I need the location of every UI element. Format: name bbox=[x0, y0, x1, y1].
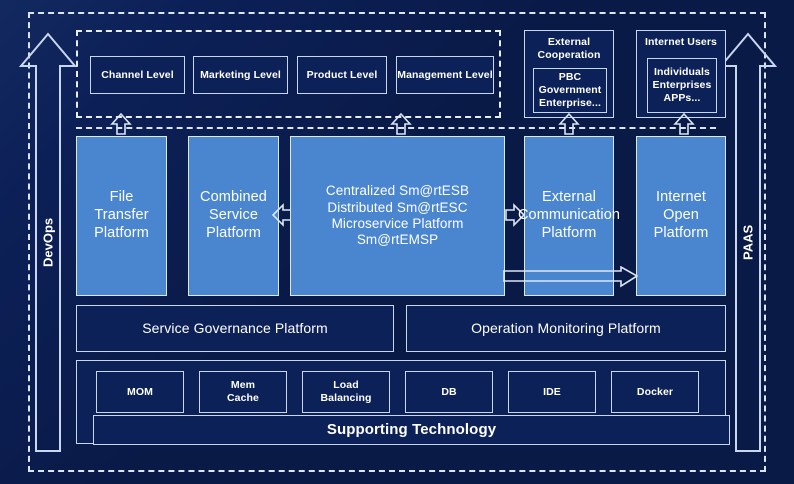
tech-label-ide: IDE bbox=[543, 385, 561, 398]
external-cooperation-box[interactable]: External Cooperation PBC Government Ente… bbox=[524, 30, 614, 118]
tech-label-cache: Cache bbox=[226, 392, 259, 404]
paas-arrow: PAAS bbox=[718, 30, 778, 455]
arrow-left-connector bbox=[272, 202, 292, 228]
external-cooperation-inner-label: PBC Government Enterprise... bbox=[538, 71, 602, 109]
tech-box-mom[interactable]: MOM bbox=[96, 371, 184, 413]
tech-box-ide[interactable]: IDE bbox=[508, 371, 596, 413]
tech-box-docker[interactable]: Docker bbox=[611, 371, 699, 413]
platform-core-line3: Microservice Platform Sm@rtEMSP bbox=[331, 216, 464, 248]
up-arrow-external-cooperation bbox=[558, 113, 580, 135]
operation-monitoring-label: Operation Monitoring Platform bbox=[471, 319, 661, 336]
level-label-product: Product Level bbox=[306, 68, 378, 81]
platform-combined-service-line2: Service bbox=[208, 207, 259, 224]
business-levels-group bbox=[76, 30, 501, 118]
platform-combined-service-line3: Platform bbox=[206, 224, 261, 241]
external-cooperation-title: External Cooperation bbox=[537, 36, 601, 61]
platform-combined-service-line1: Combined bbox=[200, 189, 267, 206]
level-box-channel[interactable]: Channel Level bbox=[90, 56, 185, 94]
platform-external-communication[interactable]: External Communication Platform bbox=[518, 136, 620, 296]
outer-dashed-frame bbox=[28, 12, 766, 472]
level-label-marketing: Marketing Level bbox=[200, 68, 281, 81]
external-cooperation-inner: PBC Government Enterprise... bbox=[533, 68, 607, 113]
platform-external-line2: Communication bbox=[517, 207, 621, 224]
level-box-management[interactable]: Management Level bbox=[396, 56, 494, 94]
operation-monitoring-platform[interactable]: Operation Monitoring Platform bbox=[406, 305, 726, 352]
tech-box-mem-cache[interactable]: Mem Cache bbox=[199, 371, 287, 413]
up-arrow-product bbox=[390, 113, 412, 135]
tech-label-balancing: Balancing bbox=[320, 392, 372, 404]
level-box-marketing[interactable]: Marketing Level bbox=[193, 56, 288, 94]
platform-external-line1: External bbox=[542, 189, 596, 206]
platform-external-line3: Platform bbox=[541, 224, 597, 241]
platform-combined-service[interactable]: Combined Service Platform bbox=[188, 136, 279, 296]
tech-label-docker: Docker bbox=[636, 385, 674, 398]
internet-users-inner: Individuals Enterprises APPs... bbox=[647, 58, 717, 113]
platform-file-transfer-line2: Transfer bbox=[94, 207, 149, 224]
platform-internet-open[interactable]: Internet Open Platform bbox=[636, 136, 726, 296]
up-arrow-internet-users bbox=[673, 113, 695, 135]
up-arrow-channel bbox=[110, 113, 132, 135]
tech-box-db[interactable]: DB bbox=[405, 371, 493, 413]
platform-internet-line3: Platform bbox=[653, 224, 709, 241]
internet-users-title: Internet Users bbox=[644, 36, 717, 48]
level-label-channel: Channel Level bbox=[101, 68, 174, 81]
platform-internet-line1: Internet bbox=[656, 189, 706, 206]
tech-label-mem: Mem bbox=[230, 379, 256, 392]
internet-users-inner-label: Individuals Enterprises APPs... bbox=[652, 66, 712, 104]
platform-file-transfer-line3: Platform bbox=[94, 224, 149, 241]
paas-label: PAAS bbox=[740, 224, 756, 261]
arrow-core-to-internet-open bbox=[502, 265, 639, 293]
platform-core-esb[interactable]: Centralized Sm@rtESB Distributed Sm@rtES… bbox=[290, 136, 505, 296]
platform-file-transfer-line1: File bbox=[109, 189, 134, 206]
devops-label: DevOps bbox=[40, 217, 56, 268]
service-governance-platform[interactable]: Service Governance Platform bbox=[76, 305, 394, 352]
service-governance-label: Service Governance Platform bbox=[142, 319, 328, 336]
platform-core-line2: Distributed Sm@rtESC bbox=[327, 199, 468, 215]
tech-label-db: DB bbox=[441, 385, 457, 398]
level-box-product[interactable]: Product Level bbox=[297, 56, 387, 94]
supporting-technology-label: Supporting Technology bbox=[326, 420, 497, 438]
devops-arrow: DevOps bbox=[18, 30, 78, 455]
arrow-right-connector bbox=[505, 202, 525, 228]
tech-box-load-balancing[interactable]: Load Balancing bbox=[302, 371, 390, 413]
supporting-technology-banner[interactable]: Supporting Technology bbox=[93, 415, 730, 445]
platform-core-line1: Centralized Sm@rtESB bbox=[325, 183, 470, 199]
platform-file-transfer[interactable]: File Transfer Platform bbox=[76, 136, 167, 296]
platform-internet-line2: Open bbox=[663, 207, 699, 224]
internet-users-box[interactable]: Internet Users Individuals Enterprises A… bbox=[636, 30, 726, 118]
layer-divider bbox=[76, 127, 716, 129]
tech-label-load: Load bbox=[333, 379, 359, 392]
level-label-management: Management Level bbox=[397, 68, 493, 81]
tech-label-mom: MOM bbox=[127, 385, 153, 398]
